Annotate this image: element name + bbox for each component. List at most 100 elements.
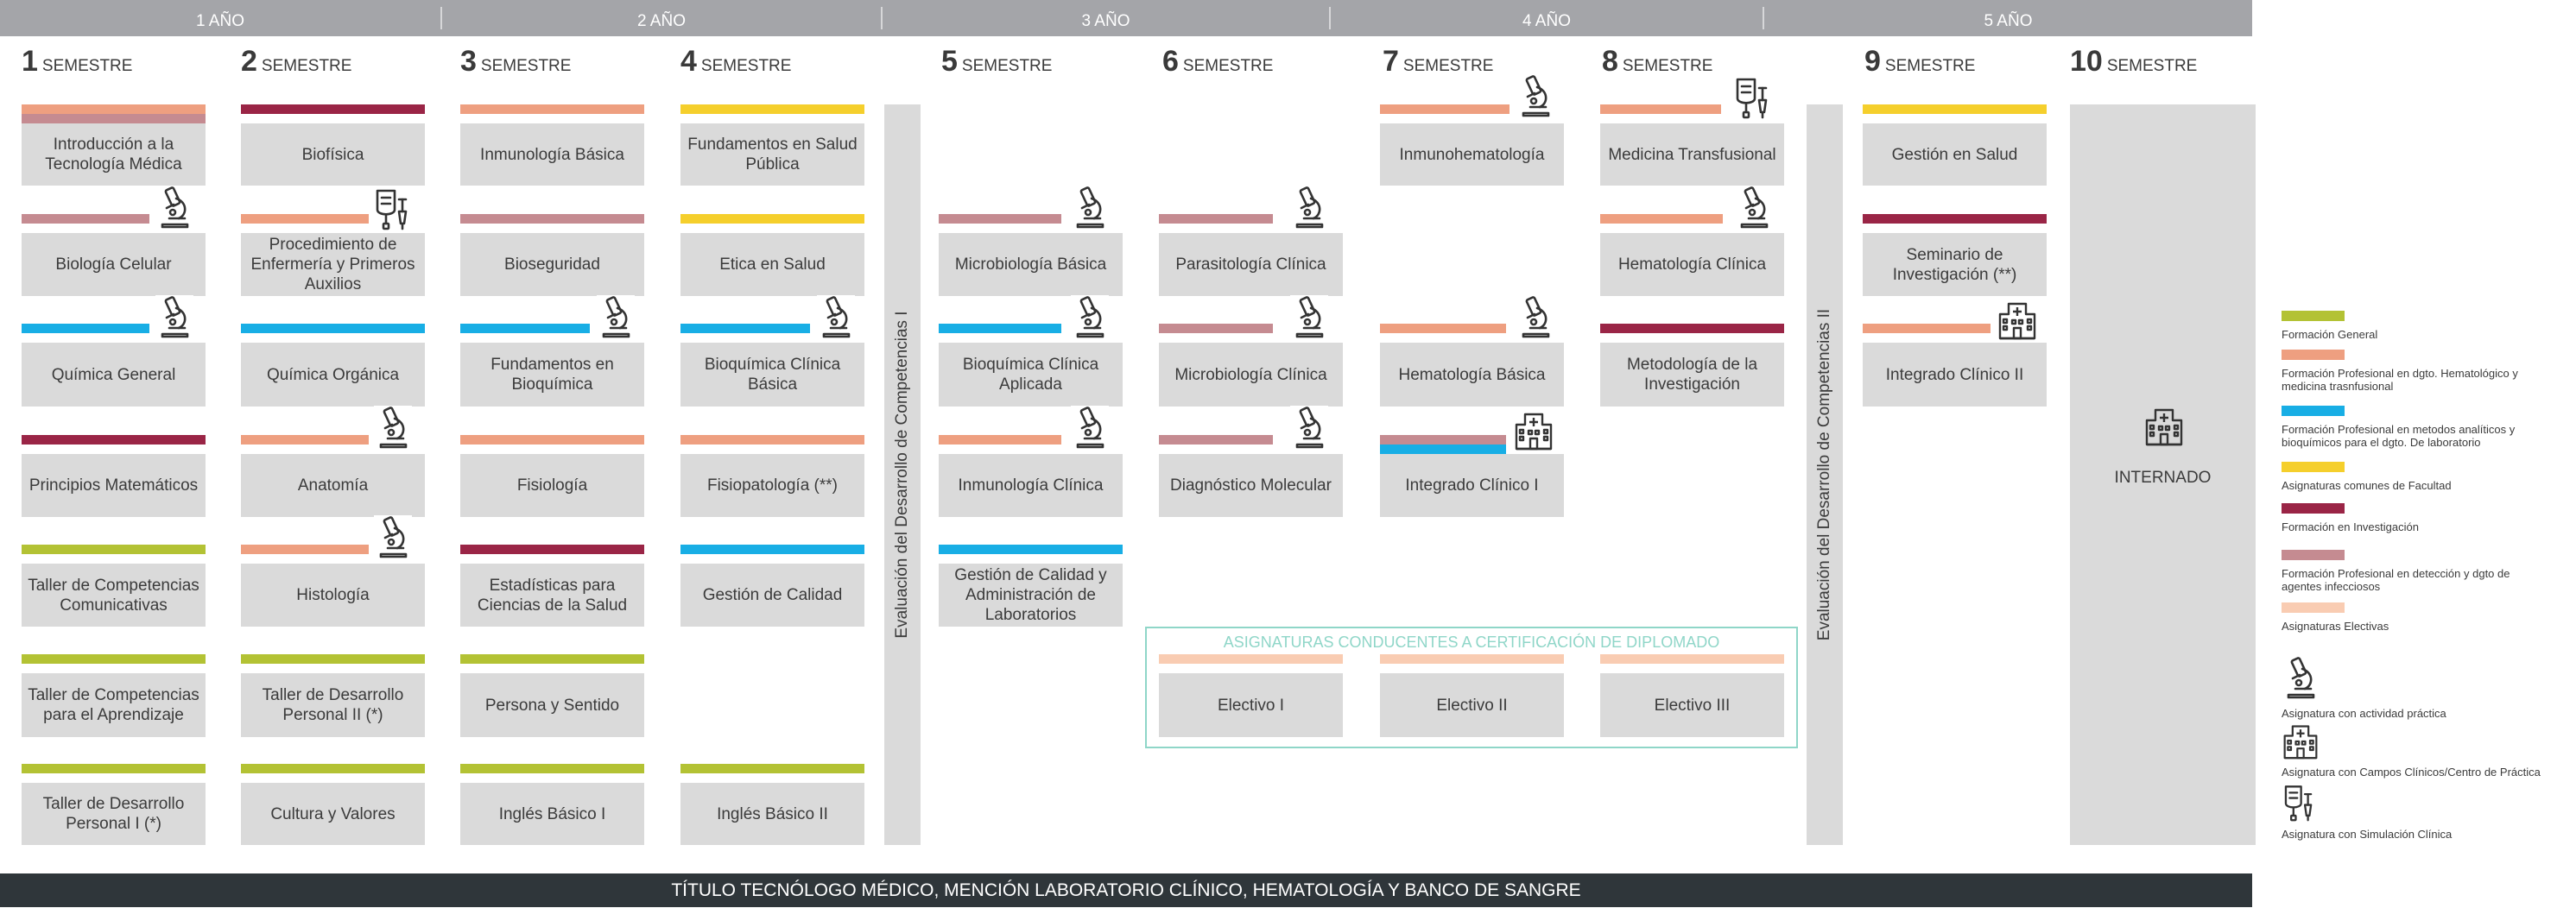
course-name: Gestión de Calidad <box>680 564 864 627</box>
evaluation-label: Evaluación del Desarrollo de Competencia… <box>1815 308 1833 641</box>
category-bar <box>22 435 206 445</box>
course-etica-salud: Etica en Salud <box>680 214 864 296</box>
course-biologia-celular: Biología Celular <box>22 214 206 296</box>
microscope-icon <box>155 295 193 340</box>
course-name: Fisiología <box>460 454 644 517</box>
course-medicina-transfusional: Medicina Transfusional <box>1600 104 1784 186</box>
category-bar <box>1863 324 1991 333</box>
course-name: Medicina Transfusional <box>1600 123 1784 186</box>
course-name: Química General <box>22 343 206 407</box>
semester-number: 4 <box>680 45 697 78</box>
year-divider <box>1329 7 1331 29</box>
internship-label: INTERNADO <box>2114 469 2212 487</box>
semester-number: 7 <box>1383 45 1399 78</box>
legend-label: Formación Profesional en metodos analíti… <box>2282 423 2516 449</box>
course-name: Seminario de Investigación (**) <box>1863 233 2047 296</box>
course-gestion-en-salud: Gestión en Salud <box>1863 104 2047 186</box>
category-bar <box>460 764 644 773</box>
course-name: Persona y Sentido <box>460 673 644 737</box>
semester-number: 9 <box>1864 45 1881 78</box>
category-bar <box>22 114 206 123</box>
course-seminario-investigacion: Seminario de Investigación (**) <box>1863 214 2047 296</box>
course-persona-sentido: Persona y Sentido <box>460 654 644 737</box>
semester-label: SEMESTRE <box>961 57 1053 75</box>
category-bar <box>241 214 369 224</box>
course-name: Inglés Básico II <box>680 783 864 845</box>
hospital-icon <box>2143 405 2185 451</box>
course-name: Electivo II <box>1380 673 1564 737</box>
year-3: 3 AÑO <box>1081 12 1130 30</box>
course-quimica-organica: Química Orgánica <box>241 324 425 407</box>
evaluation-label: Evaluación del Desarrollo de Competencia… <box>893 311 911 639</box>
course-integrado-clinico-2: Integrado Clínico II <box>1863 324 2047 407</box>
course-name: Diagnóstico Molecular <box>1159 454 1343 517</box>
course-bioquimica-clinica-aplicada: Bioquímica Clínica Aplicada <box>939 324 1123 407</box>
hospital-icon <box>1513 409 1554 451</box>
legend-label: Formación General <box>2282 328 2378 341</box>
course-name: Procedimiento de Enfermería y Primeros A… <box>241 233 425 296</box>
category-bar <box>1600 214 1723 224</box>
course-name: Inmunología Clínica <box>939 454 1123 517</box>
microscope-icon <box>1071 295 1109 340</box>
course-histologia: Histología <box>241 545 425 627</box>
microscope-icon <box>597 295 635 340</box>
category-bar <box>241 104 425 114</box>
category-bar <box>460 435 644 445</box>
category-bar <box>1380 435 1506 445</box>
course-electivo-1: Electivo I <box>1159 654 1343 737</box>
diploma-title: ASIGNATURAS CONDUCENTES A CERTIFICACIÓN … <box>1223 634 1720 651</box>
hospital-icon <box>2282 722 2558 764</box>
semester-label: SEMESTRE <box>2106 57 2198 75</box>
category-bar <box>241 435 369 445</box>
category-bar <box>22 104 206 114</box>
course-metodologia-investigacion: Metodología de la Investigación <box>1600 324 1784 407</box>
course-name: Cultura y Valores <box>241 783 425 845</box>
microscope-icon <box>374 406 412 451</box>
legend-label: Formación Profesional en detección y dgt… <box>2282 567 2510 593</box>
course-name: Bioseguridad <box>460 233 644 296</box>
category-bar <box>460 545 644 554</box>
category-bar <box>460 104 644 114</box>
year-4: 4 AÑO <box>1522 12 1571 30</box>
course-name: Inmunohematología <box>1380 123 1564 186</box>
course-ingles-basico-1: Inglés Básico I <box>460 764 644 845</box>
hospital-icon <box>1997 299 2038 340</box>
course-taller-competencias-comunicativas: Taller de Competencias Comunicativas <box>22 545 206 627</box>
microscope-icon <box>374 515 412 560</box>
legend-general: Formación General <box>2282 311 2549 341</box>
category-bar <box>939 435 1061 445</box>
course-name: Fundamentos en Bioquímica <box>460 343 644 407</box>
course-name: Histología <box>241 564 425 627</box>
category-bar <box>939 545 1123 554</box>
course-name: Introducción a la Tecnología Médica <box>22 123 206 186</box>
course-inmunohematologia: Inmunohematología <box>1380 104 1564 186</box>
microscope-icon <box>1290 406 1328 451</box>
legend-label: Asignatura con actividad práctica <box>2282 707 2446 720</box>
course-name: Biología Celular <box>22 233 206 296</box>
category-bar <box>1159 324 1273 333</box>
course-biofisica: Biofísica <box>241 104 425 186</box>
course-name: Electivo I <box>1159 673 1343 737</box>
iv-bag-simulation-icon <box>373 186 411 230</box>
course-fundamentos-salud-publica: Fundamentos en Salud Pública <box>680 104 864 186</box>
course-taller-competencias-aprendizaje: Taller de Competencias para el Aprendiza… <box>22 654 206 737</box>
legend-swatch <box>2282 462 2345 472</box>
course-quimica-general: Química General <box>22 324 206 407</box>
category-bar <box>22 324 149 333</box>
course-inmunologia-clinica: Inmunología Clínica <box>939 435 1123 517</box>
semester-number: 1 <box>22 45 38 78</box>
category-bar <box>460 324 590 333</box>
legend-label: Asignaturas Electivas <box>2282 620 2389 633</box>
semester-label: SEMESTRE <box>261 57 352 75</box>
microscope-icon <box>1290 295 1328 340</box>
legend-label: Asignaturas comunes de Facultad <box>2282 479 2452 492</box>
semester-number: 10 <box>2070 45 2103 78</box>
course-name: Taller de Desarrollo Personal II (*) <box>241 673 425 737</box>
category-bar <box>241 764 425 773</box>
iv-bag-simulation-icon <box>2282 782 2558 826</box>
legend-label: Formación Profesional en dgto. Hematológ… <box>2282 367 2518 393</box>
category-bar <box>1380 104 1510 114</box>
course-bioseguridad: Bioseguridad <box>460 214 644 296</box>
